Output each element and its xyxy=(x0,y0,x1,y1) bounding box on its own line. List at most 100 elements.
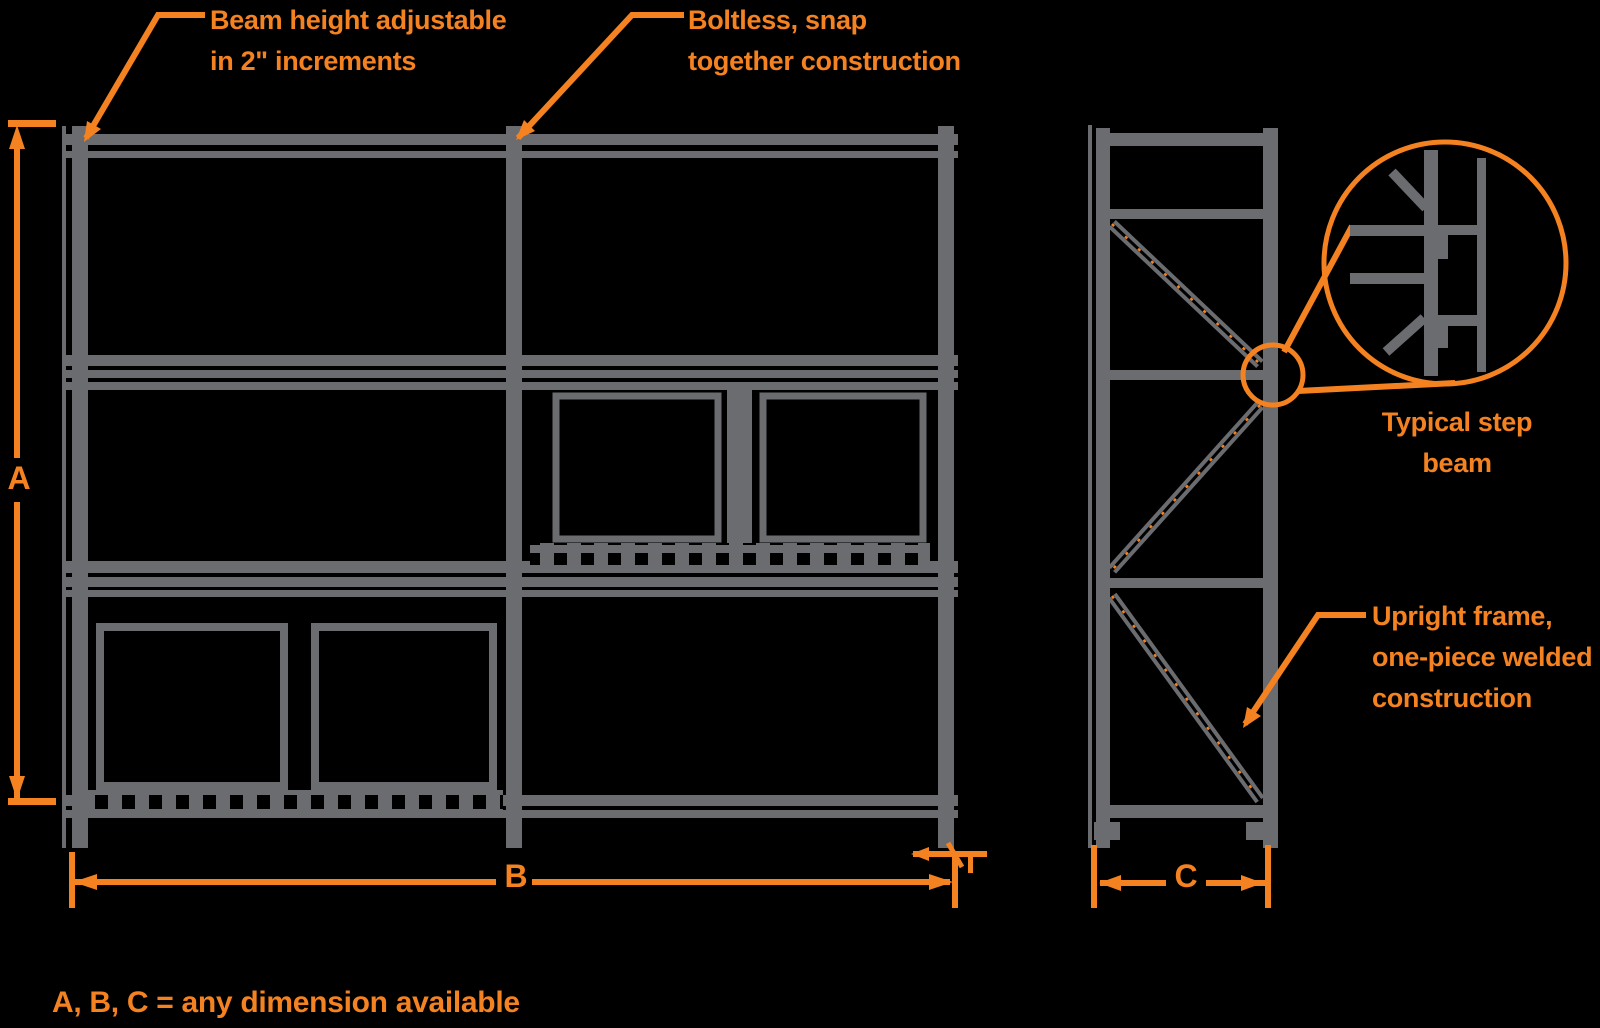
detail-source-circle xyxy=(1240,342,1306,408)
detail-post xyxy=(1424,150,1438,376)
side-right-post xyxy=(1263,128,1278,848)
extension-line xyxy=(952,852,958,908)
annotation-step-beam: Typical step beam xyxy=(1347,402,1567,484)
step-beam-detail xyxy=(1240,139,1569,408)
baseplate-dimension xyxy=(911,841,987,873)
front-left-post xyxy=(72,126,88,848)
carton-box xyxy=(552,392,722,543)
middle-beam-line2 xyxy=(62,370,958,378)
front-view xyxy=(62,126,958,848)
detail-step-hook-1 xyxy=(1437,235,1448,259)
pallet xyxy=(530,543,930,565)
floor-beam-line1 xyxy=(62,795,958,806)
load-divider xyxy=(727,388,752,543)
horizontal-brace-3 xyxy=(1110,578,1263,588)
annotation-line: one-piece welded xyxy=(1372,642,1593,672)
middle-beam-line3 xyxy=(62,382,958,390)
side-left-footplate xyxy=(1094,822,1120,840)
dimension-line xyxy=(1100,880,1166,886)
tick-mark xyxy=(945,841,965,869)
annotation-line: Typical step xyxy=(1381,407,1533,437)
leader-arrowhead xyxy=(1243,707,1261,728)
arrowhead-left xyxy=(73,874,97,890)
top-beam-line1 xyxy=(62,134,958,145)
dimension-label-c: C xyxy=(1174,858,1198,894)
carton-box xyxy=(96,623,288,790)
detail-diagonal-bottom xyxy=(1382,314,1428,356)
diagonal-brace-3 xyxy=(1107,592,1265,804)
annotation-upright-frame: Upright frame, one-piece welded construc… xyxy=(1372,596,1593,719)
annotation-line: Beam height adjustable xyxy=(210,5,507,35)
dimension-line xyxy=(14,502,20,800)
dimension-label-b: B xyxy=(504,858,528,894)
floor-beam-line2 xyxy=(62,810,958,818)
top-beam-line2 xyxy=(62,151,958,158)
annotation-line: construction xyxy=(1372,683,1532,713)
side-top-beam xyxy=(1096,133,1278,146)
dimension-b xyxy=(69,852,958,908)
side-right-footplate xyxy=(1246,822,1278,840)
extension-line xyxy=(8,120,56,127)
dimension-line xyxy=(14,134,20,458)
extension-line xyxy=(69,852,75,908)
footnote: A, B, C = any dimension available xyxy=(52,986,520,1019)
horizontal-brace-2 xyxy=(1110,370,1263,380)
magnifier-circle xyxy=(1321,139,1569,387)
arrowhead-right xyxy=(929,874,953,890)
annotation-beam-height: Beam height adjustable in 2" increments xyxy=(210,0,507,82)
extension-line xyxy=(1265,845,1271,908)
front-right-post xyxy=(938,126,954,848)
arrowhead-down xyxy=(9,776,25,800)
diagonal-brace-1 xyxy=(1108,220,1264,368)
annotation-line: beam xyxy=(1422,448,1492,478)
front-center-post xyxy=(506,126,522,848)
leader-beam-height xyxy=(83,12,205,142)
dimension-line xyxy=(913,851,987,857)
side-left-post-outer-line xyxy=(1088,125,1092,848)
arrowhead-right xyxy=(1241,875,1263,891)
detail-brace-left-2 xyxy=(1350,273,1424,284)
extension-line xyxy=(8,798,56,805)
detail-beam-face xyxy=(1477,158,1486,372)
pallet xyxy=(86,790,503,810)
dimension-a xyxy=(8,120,56,805)
dimension-line xyxy=(532,879,950,885)
front-left-post-outer-line xyxy=(62,126,66,848)
dimension-c xyxy=(1091,845,1271,908)
detail-step-connector-2 xyxy=(1437,315,1486,326)
leader-arrowhead xyxy=(516,120,535,140)
side-view xyxy=(1088,125,1278,848)
lower-beam-line3 xyxy=(62,590,958,597)
pallet-load-bottom-left xyxy=(86,623,503,810)
annotation-line: together construction xyxy=(688,46,961,76)
annotation-line: Upright frame, xyxy=(1372,601,1553,631)
arrowhead-left xyxy=(1099,875,1121,891)
detail-diagonal-top xyxy=(1388,168,1430,212)
carton-box xyxy=(311,623,497,790)
annotation-boltless: Boltless, snap together construction xyxy=(688,0,961,82)
annotation-line: Boltless, snap xyxy=(688,5,867,35)
annotation-line: in 2" increments xyxy=(210,46,417,76)
leader-upright-frame xyxy=(1242,612,1366,728)
middle-beam-line1 xyxy=(62,355,958,366)
diagonal-brace-2 xyxy=(1107,401,1265,574)
dimension-line xyxy=(74,879,496,885)
carton-box xyxy=(759,392,927,543)
lower-beam-line2 xyxy=(62,577,958,587)
side-left-post xyxy=(1096,128,1110,848)
leader-arrowhead xyxy=(84,121,101,142)
side-bottom-beam xyxy=(1110,805,1263,818)
dimension-line xyxy=(1206,880,1265,886)
dimension-label-a: A xyxy=(7,460,31,496)
detail-step-connector-1 xyxy=(1437,225,1486,235)
leader-boltless xyxy=(515,12,684,141)
detail-brace-left-1 xyxy=(1350,225,1424,236)
pallet-load-middle-right xyxy=(530,388,930,565)
arrowhead-left xyxy=(911,847,929,861)
extension-line xyxy=(968,851,973,873)
arrowhead-up xyxy=(9,125,25,149)
horizontal-brace-1 xyxy=(1110,209,1263,219)
detail-step-hook-2 xyxy=(1437,326,1448,348)
